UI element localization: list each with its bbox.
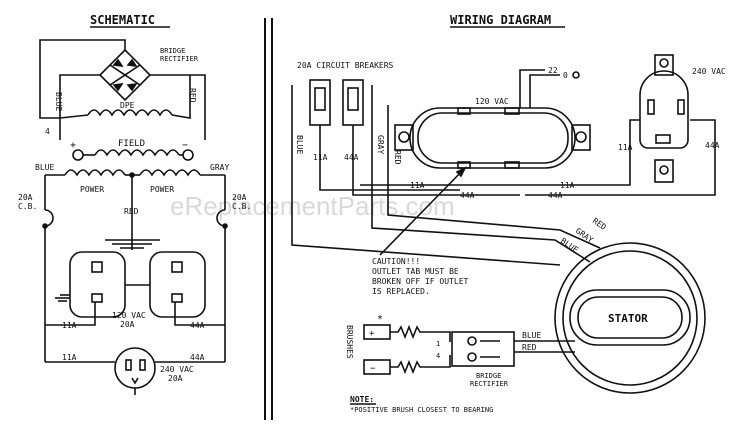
sch-11a-bot: 11A <box>62 353 77 362</box>
dpe-label: DPE <box>120 101 135 110</box>
wiring-120vac-label: 120 VAC <box>475 97 509 106</box>
wire-0-label: 0 <box>563 71 568 80</box>
brush-negative <box>363 359 391 375</box>
sch-44a-top: 44A <box>190 321 205 330</box>
bottom-11a-right: 11A <box>560 181 575 190</box>
circuit-breakers <box>309 79 364 126</box>
power-left-label: POWER <box>80 185 104 194</box>
center-red-label: RED <box>124 207 139 216</box>
field-minus-terminal <box>182 149 194 161</box>
bottom-44a-mid: 44A <box>460 191 475 200</box>
bottom-11a-left: 11A <box>410 181 425 190</box>
blue-wire-run <box>291 85 561 266</box>
stator <box>554 242 706 394</box>
sch-44a-bot: 44A <box>190 353 205 362</box>
bridge-rectifier-block <box>451 331 515 367</box>
minus-sign: − <box>182 140 188 151</box>
breakers-label: 20A CIRCUIT BREAKERS <box>297 61 394 70</box>
schematic-title: SCHEMATIC <box>90 13 155 27</box>
field-coil <box>94 149 180 157</box>
node-1: 1 <box>436 340 440 348</box>
dpe-lead-left <box>59 114 89 119</box>
wiring-240-44a: 44A <box>705 141 720 150</box>
brush-star: * <box>377 314 383 325</box>
schematic-blue-label: BLUE <box>54 92 63 111</box>
power-right-label: POWER <box>150 185 174 194</box>
note-heading: NOTE: <box>350 395 374 404</box>
node-4: 4 <box>436 352 440 360</box>
diag-red-label: RED <box>591 216 608 232</box>
schematic-gray-power-label: GRAY <box>210 163 229 172</box>
dpe-lead-right <box>171 75 191 119</box>
node-4-label: 4 <box>45 127 50 136</box>
wiring-title: WIRING DIAGRAM <box>450 13 551 27</box>
diag-gray-label: GRAY <box>574 226 595 245</box>
wiring-240vac-receptacle <box>639 54 689 183</box>
brush-positive <box>363 324 391 340</box>
wiring-120vac-receptacle <box>394 107 591 169</box>
dpe-coil <box>87 109 173 117</box>
diag-blue-label: BLUE <box>559 236 580 255</box>
wire-blue-label: BLUE <box>295 135 304 154</box>
wiring-240vac-label: 240 VAC <box>692 67 726 76</box>
schematic-120vac-outlet <box>69 251 206 318</box>
stator-label: STATOR <box>608 312 648 325</box>
sch-11a-top: 11A <box>62 321 77 330</box>
plus-sign: + <box>70 140 76 151</box>
svg-text:+: + <box>369 329 375 339</box>
schematic-red-label: RED <box>188 88 197 103</box>
field-label: FIELD <box>118 139 145 149</box>
caution-arrow <box>379 167 466 256</box>
power-coil-left <box>64 169 126 177</box>
power-coil-right <box>139 169 201 177</box>
schematic-red-wire <box>150 74 206 140</box>
rect-red-label: RED <box>522 343 537 352</box>
rect-blue-label: BLUE <box>522 331 541 340</box>
wiring-240-11a: 11A <box>618 143 633 152</box>
schematic-bridge-rectifier <box>98 48 152 102</box>
schematic-top-loop-wire <box>39 39 126 119</box>
wire-gray-label: GRAY <box>376 135 385 154</box>
schematic-blue-power-label: BLUE <box>35 163 54 172</box>
wire-22-label: 22 <box>548 66 558 75</box>
schematic-blue-wire <box>59 74 100 140</box>
note-body: *POSITIVE BRUSH CLOSEST TO BEARING <box>350 406 493 414</box>
breaker-44a: 44A <box>344 153 359 162</box>
wire-red-label: RED <box>393 150 402 165</box>
svg-text:−: − <box>370 364 376 374</box>
bottom-44a-low: 44A <box>548 191 563 200</box>
brushes-label: BRUSHES <box>345 325 354 359</box>
field-plus-terminal <box>72 149 84 161</box>
